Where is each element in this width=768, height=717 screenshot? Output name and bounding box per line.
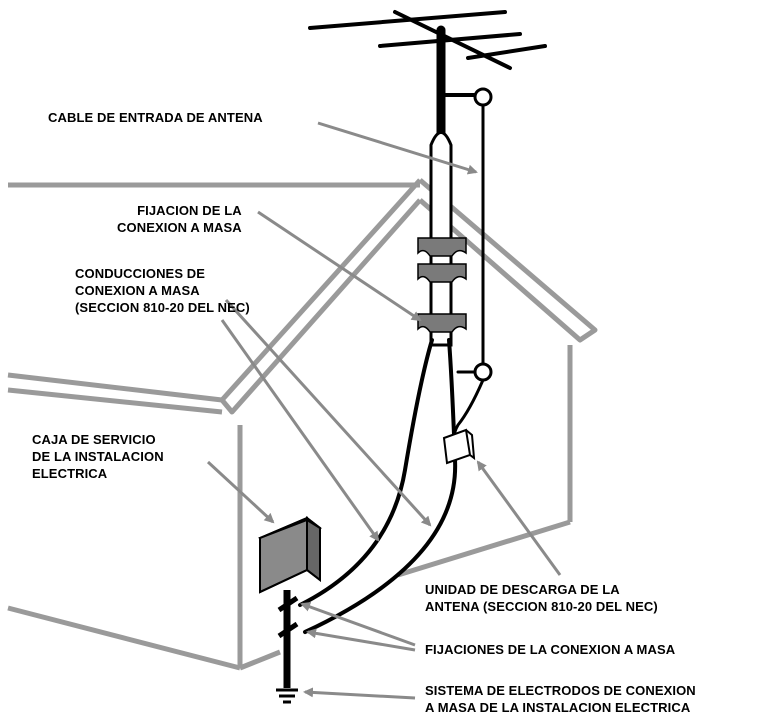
pointer-service-box <box>206 460 275 524</box>
discharge-unit <box>442 428 476 465</box>
pointer-discharge <box>476 460 562 576</box>
antenna-boom <box>393 10 512 70</box>
label-antenna-lead-in: CABLE DE ENTRADA DE ANTENA <box>48 110 263 125</box>
lower-roof-inner <box>7 387 223 415</box>
service-box <box>258 515 322 594</box>
mast-clamp-2 <box>417 263 467 283</box>
lower-roof <box>7 372 223 403</box>
roof-gable-left <box>219 178 422 415</box>
pointer-clamps-1 <box>300 602 416 647</box>
pointer-electrode <box>303 687 416 700</box>
label-electrode-system: SISTEMA DE ELECTRODOS DE CONEXION A MASA… <box>425 683 696 715</box>
label-ground-clamp: FIJACION DE LA CONEXION A MASA <box>117 203 242 235</box>
lead-in-insulator-bottom <box>473 362 493 382</box>
mast-clamp-3 <box>417 313 467 333</box>
pointer-conductor-2 <box>224 298 432 527</box>
conductor-a <box>298 338 434 607</box>
conductor-b <box>303 338 458 634</box>
label-grounding-conductors: CONDUCCIONES DE CONEXION A MASA (SECCION… <box>75 266 250 315</box>
pointer-ground-clamp <box>257 210 422 322</box>
mast-ground-clamps <box>417 237 467 333</box>
ground-line-left <box>239 649 281 671</box>
label-service-box: CAJA DE SERVICIO DE LA INSTALACION ELECT… <box>32 432 164 481</box>
rod-clamp-1 <box>277 595 299 613</box>
house-outline <box>7 178 598 671</box>
pointer-lead-in <box>317 121 478 175</box>
rod-clamp-2 <box>277 621 299 639</box>
pointer-lines <box>206 121 562 700</box>
label-ground-clamps: FIJACIONES DE LA CONEXION A MASA <box>425 642 676 657</box>
label-discharge-unit: UNIDAD DE DESCARGA DE LA ANTENA (SECCION… <box>425 582 658 614</box>
ground-line-right <box>397 519 571 578</box>
roof-gable-right <box>418 178 598 343</box>
lead-in-insulator-top <box>473 87 493 107</box>
grounding-electrode <box>276 590 299 704</box>
pointer-clamps-2 <box>306 628 416 652</box>
lower-left-ground <box>7 605 241 671</box>
antenna <box>308 10 547 374</box>
mast-clamp-1 <box>417 237 467 257</box>
pointer-conductor-1 <box>220 319 380 542</box>
